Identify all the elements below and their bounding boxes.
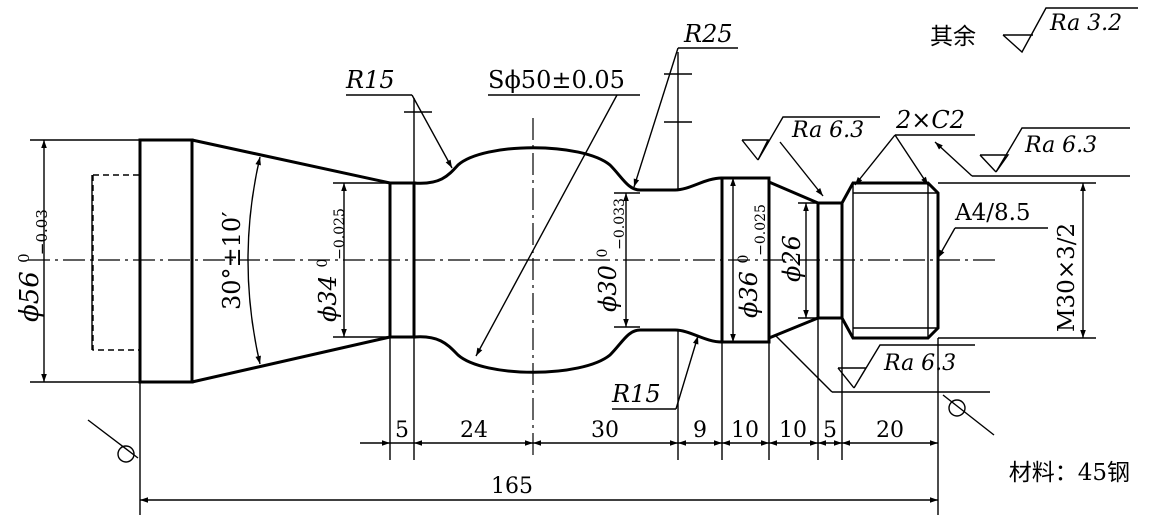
length-165: 165 [491,474,533,499]
length-5-a: 5 [395,418,409,443]
dim-d30: ϕ30 0 −0.033 [585,192,640,328]
d36-label: ϕ36 [735,271,763,318]
general-finish-label: 其余 [930,24,976,50]
length-10-b: 10 [779,418,807,443]
length-24: 24 [460,418,488,443]
svg-text:ϕ56 0 −0.03: ϕ56 0 −0.03 [6,209,51,322]
r15-bottom-label: R15 [611,380,661,408]
d26-label: ϕ26 [778,235,806,282]
d36-lower-tol: −0.025 [753,204,769,256]
d30-upper-tol: 0 [595,249,611,258]
roughness-thread-top: Ra 6.3 [934,127,1130,177]
thread-label: M30×3/2 [1054,223,1080,332]
length-extension-lines [139,318,939,515]
material-note: 材料：45钢 [1009,460,1130,486]
callout-chamfer: 2×C2 [854,106,975,186]
d34-lower-tol: −0.025 [332,208,348,260]
d56-upper-tol: 0 [15,253,33,263]
d34-label: ϕ34 [314,275,342,322]
d56-lower-tol: −0.03 [33,209,51,255]
length-chain: 5 24 30 9 10 10 5 20 [360,418,938,446]
callout-r15-bottom: R15 [611,335,699,410]
roughness-shoulder-36: Ra 6.3 [741,116,880,197]
shoulder-finish-value: Ra 6.3 [791,118,864,143]
taper-angle-label: 30°±10′ [218,211,246,310]
callout-r15-top: R15 [345,66,453,183]
svg-text:ϕ26: ϕ26 [778,235,806,282]
d36-upper-tol: 0 [736,255,752,264]
d34-upper-tol: 0 [315,259,331,268]
callout-sphere: Sϕ50±0.05 [475,66,640,357]
d30-lower-tol: −0.033 [612,198,628,250]
datum-right [942,394,995,436]
r25-label: R25 [683,20,733,48]
part-outline [91,138,940,384]
datum-left [87,419,139,463]
callout-r25: R25 [633,20,738,190]
length-5-b: 5 [823,418,837,443]
length-10-a: 10 [731,418,759,443]
length-30: 30 [591,418,619,443]
svg-text:ϕ30 0 −0.033: ϕ30 0 −0.033 [585,198,628,312]
groove-finish-value: Ra 6.3 [883,351,956,376]
dim-thread: M30×3/2 [938,182,1096,339]
dim-d26: ϕ26 [778,202,818,319]
r15-top-label: R15 [345,66,395,94]
length-20: 20 [876,418,904,443]
roughness-general: 其余 Ra 3.2 [930,7,1138,54]
dim-d36: ϕ36 0 −0.025 [726,178,769,342]
dim-d56: ϕ56 0 −0.03 [6,139,140,383]
sphere-label: Sϕ50±0.05 [488,66,625,94]
length-total: 165 [140,474,938,503]
thread-finish-value: Ra 6.3 [1024,133,1097,158]
general-finish-value: Ra 3.2 [1049,11,1122,36]
d56-label: ϕ56 [15,271,45,322]
roughness-groove: Ra 6.3 [775,335,990,393]
dim-taper-angle: 30°±10′ [218,156,261,365]
center-hole-label: A4/8.5 [954,200,1031,226]
callout-center-hole: A4/8.5 [937,200,1048,259]
dim-d34: ϕ34 0 −0.025 [305,182,390,338]
chamfer-label: 2×C2 [895,106,965,134]
length-9: 9 [693,418,707,443]
svg-text:ϕ34 0 −0.025: ϕ34 0 −0.025 [305,208,348,322]
svg-text:ϕ36 0 −0.025: ϕ36 0 −0.025 [726,204,769,318]
d30-label: ϕ30 [594,265,622,312]
